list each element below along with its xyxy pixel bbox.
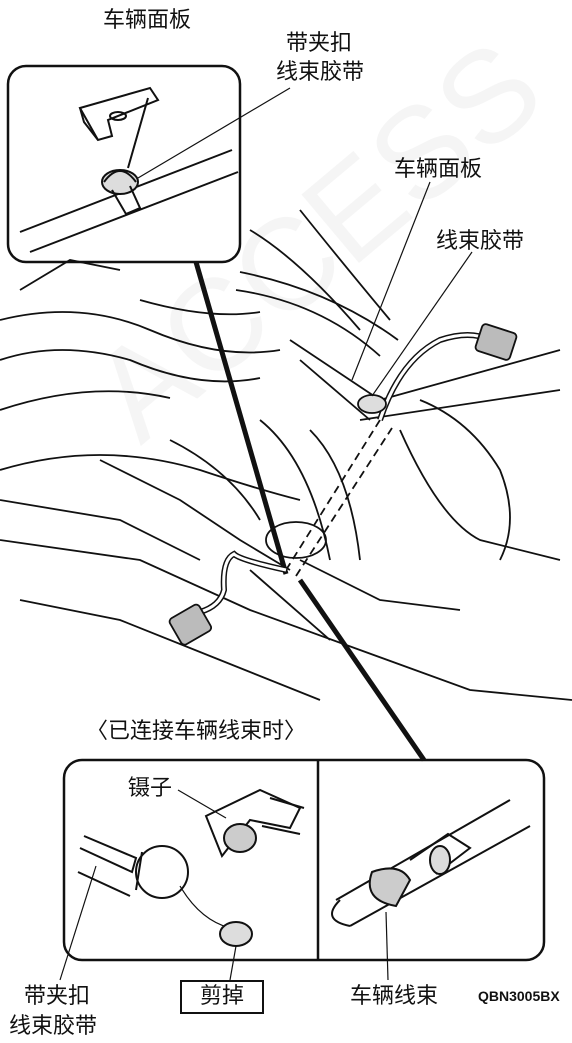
label-tweezers: 镊子 [128,776,173,801]
label-top-vehicle-panel: 车辆面板 [103,8,192,33]
label-bottom-clip-line2: 线束胶带 [9,1014,98,1039]
label-clip-tape-line2: 线束胶带 [276,60,365,85]
label-clip-tape-line1: 带夹扣 [286,31,353,56]
label-cut-off: 剪掉 [180,980,265,1014]
figure-code: QBN3005BX [478,988,560,1004]
label-bottom-clip-line1: 带夹扣 [24,984,91,1009]
label-vehicle-harness: 车辆线束 [350,984,439,1009]
label-connected-caption: 〈已连接车辆线束时〉 [86,719,307,744]
label-vehicle-panel-right: 车辆面板 [394,157,483,182]
top-inset [6,64,291,264]
label-harness-tape-right: 线束胶带 [436,229,525,254]
vehicle-interior [0,181,572,701]
bottom-inset [59,758,546,981]
